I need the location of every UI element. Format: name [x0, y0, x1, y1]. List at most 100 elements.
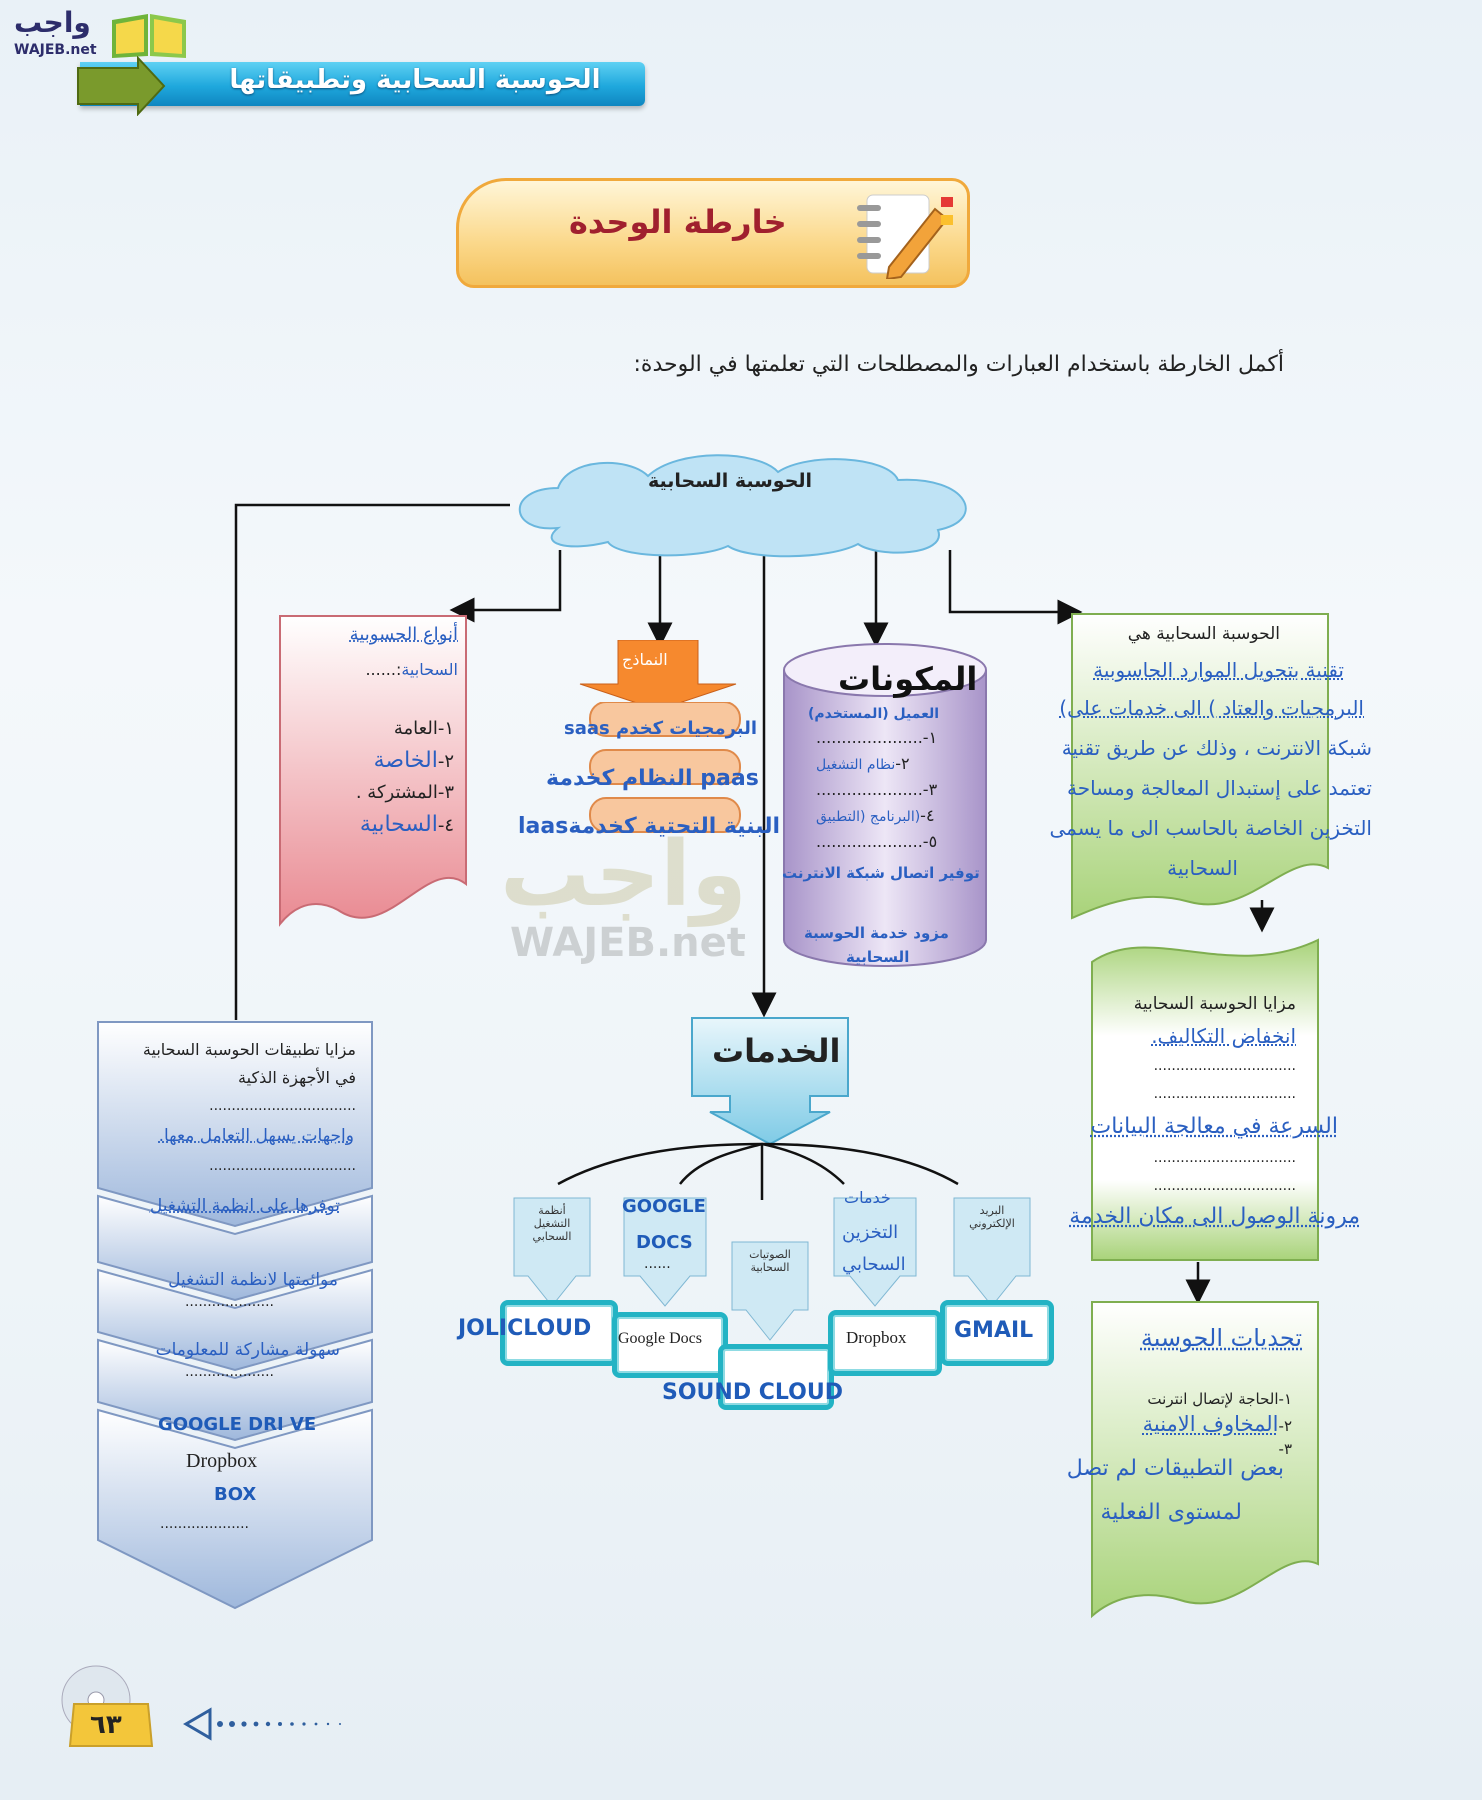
components-cylinder: المكونات العميل (المستخدم) ١-...........…	[780, 640, 990, 970]
advantage-2: السرعة في معالجة البيانات	[1090, 1114, 1338, 1139]
page-title: الحوسبة السحابية وتطبيقاتها	[229, 65, 601, 95]
service-box-gmail-label: GMAIL	[954, 1318, 1034, 1343]
smart-dots-5: ....................	[160, 1516, 250, 1532]
service-col-docs-dots: ......	[644, 1256, 671, 1272]
challenge-1: ١-الحاجة لإتصال انترنت	[1147, 1390, 1292, 1408]
smart-heading-2: في الأجهزة الذكية	[238, 1068, 356, 1087]
component-line-3: ٣-.....................	[816, 780, 938, 799]
types-item-4: ٤-السحابية	[360, 812, 454, 837]
header-bar: الحوسبة السحابية وتطبيقاتها	[80, 62, 645, 106]
component-line-1: ١-.....................	[816, 728, 938, 747]
model-iaas: البنية التحتية كخدمةlaas	[518, 814, 780, 839]
page-number-badge: ٦٣	[56, 1660, 156, 1754]
smart-item-1: واجهات يسهل التعامل معها.	[158, 1126, 354, 1146]
challenges-heading: تحديات الحوسبة	[1140, 1324, 1302, 1352]
cloud-shape: الحوسبة السحابية	[498, 448, 988, 562]
service-col-audio: الصوتيات السحابية	[730, 1240, 810, 1354]
service-col-os-label: أنظمة التشغيل السحابي	[532, 1204, 572, 1243]
models-label: النماذج	[622, 650, 668, 669]
service-box-soundcloud-label: SOUND CLOUD	[662, 1380, 843, 1405]
smart-dots-4: ....................	[184, 1364, 274, 1380]
definition-line-4: تعتمد على إستبدال المعالجة ومساحة	[1066, 776, 1372, 800]
definition-line-6: السحابية	[1167, 856, 1238, 880]
smart-item-3: موائمتها لانظمة التشغيل	[168, 1270, 338, 1290]
model-paas: paas النظام كخدمة	[546, 766, 759, 791]
service-col-storage: خدمات التخزين السحابي	[832, 1188, 918, 1320]
smart-panel	[96, 1020, 374, 1610]
wajeb-logo: واجب WAJEB.net	[10, 6, 190, 66]
component-line-2-prefix: ٢-	[895, 754, 910, 773]
definition-line-2: البرمجيات والعتاد ) الى خدمات على)	[1059, 696, 1364, 720]
component-line-4: ٤-(البرنامج (التطبيق	[816, 806, 935, 825]
smart-dots-1: .................................	[209, 1098, 356, 1114]
watermark: واجب WAJEB.net	[500, 822, 747, 967]
component-line-5: ٥-.....................	[816, 832, 938, 851]
challenge-4: لمستوى الفعلية	[1100, 1500, 1242, 1525]
service-box-gmail	[940, 1300, 1054, 1366]
logo-text-en: WAJEB.net	[14, 42, 97, 58]
types-item-2: ٢-الخاصة	[374, 748, 454, 773]
component-os: نظام التشغيل	[816, 757, 896, 773]
unit-map-banner: خارطة الوحدة	[456, 178, 970, 288]
notebook-pencil-icon	[849, 187, 959, 283]
services-arrow: الخدمات	[690, 1016, 850, 1150]
smart-item-7: BOX	[214, 1484, 257, 1505]
definition-line-1: تقنية بتحويل الموارد الحاسوبية	[1093, 658, 1344, 682]
components-title: المكونات	[838, 660, 978, 698]
page-number: ٦٣	[90, 1710, 122, 1740]
smart-item-5: GOOGLE DRI VE	[158, 1414, 317, 1435]
service-box-jolicloud-label: JOLICLOUD	[458, 1316, 592, 1341]
smart-dots-3: ....................	[184, 1294, 274, 1310]
component-line-2: ٢-نظام التشغيل	[816, 754, 910, 773]
challenge-2: ٢-المخاوف الامنية	[1143, 1412, 1292, 1436]
advantage-dots-1: ................................	[1153, 1058, 1296, 1074]
types-dots: :......	[365, 660, 402, 679]
service-col-docs-a: GOOGLE	[622, 1196, 706, 1217]
advantages-heading: مزايا الحوسبة السحابية	[1133, 994, 1296, 1014]
challenge-3-prefix: ٣-	[1278, 1440, 1292, 1458]
instruction-text: أكمل الخارطة باستخدام العبارات والمصطلحا…	[633, 352, 1284, 377]
types-heading: أنواع الحسوبية	[349, 624, 458, 645]
service-box-dropbox	[828, 1310, 942, 1376]
advantage-3: مرونة الوصول الى مكان الخدمة	[1069, 1204, 1360, 1229]
services-branches	[557, 1142, 959, 1200]
types-subheading: السحابية	[401, 660, 458, 679]
service-box-docs-label: Google Docs	[618, 1330, 702, 1347]
challenge-2-value: المخاوف الامنية	[1142, 1412, 1279, 1436]
logo-text-ar: واجب	[14, 6, 91, 39]
service-col-storage-b: التخزين	[842, 1222, 899, 1243]
challenge-3: بعض التطبيقات لم تصل	[1066, 1456, 1284, 1481]
book-icon	[108, 8, 190, 60]
smart-item-4: سهولة مشاركة للمعلومات	[155, 1340, 340, 1360]
types-item-1: ١-العامة	[393, 718, 454, 739]
definition-line-5: التخزين الخاصة بالحاسب الى ما يسمى	[1049, 816, 1373, 840]
unit-map-title: خارطة الوحدة	[569, 203, 787, 241]
advantage-dots-3: ................................	[1153, 1150, 1296, 1166]
watermark-en: WAJEB.net	[510, 920, 746, 966]
component-app: (البرنامج (التطبيق	[816, 809, 921, 825]
component-client: العميل (المستخدم)	[808, 706, 940, 722]
challenge-2-prefix: ٢-	[1278, 1417, 1292, 1435]
service-box-soundcloud	[718, 1344, 834, 1410]
smart-heading-1: مزايا تطبيقات الحوسبة السحابية	[142, 1040, 356, 1059]
cloud-label: الحوسبة السحابية	[648, 470, 813, 492]
component-line-4-prefix: ٤-	[920, 806, 935, 825]
types-panel: أنواع الحسوبية السحابية:...... ١-العامة …	[278, 614, 468, 936]
definition-heading: الحوسبة السحابية هي	[1127, 624, 1280, 644]
smart-item-2: توفرها على انظمة التشغيل	[149, 1196, 340, 1216]
types-item-4-prefix: ٤-	[437, 815, 454, 836]
advantage-dots-2: ................................	[1153, 1086, 1296, 1102]
types-item-3: ٣-المشتركة .	[355, 782, 454, 803]
models-arrow: النماذج	[578, 639, 738, 714]
advantage-1: انخفاض التكاليف.	[1151, 1024, 1296, 1048]
service-col-email-label: البريد الإلكتروني	[969, 1204, 1015, 1230]
arrow-icon	[76, 55, 166, 120]
types-item-2-value: الخاصة	[373, 748, 438, 773]
watermark-ar: واجب	[500, 822, 747, 927]
smart-dots-2: .................................	[209, 1158, 356, 1174]
types-item-2-prefix: ٢-	[437, 751, 454, 772]
service-col-docs-b: DOCS	[636, 1232, 693, 1253]
component-internet: توفير اتصال شبكة الانترنت	[782, 864, 980, 882]
back-arrow-icon	[180, 1706, 360, 1746]
